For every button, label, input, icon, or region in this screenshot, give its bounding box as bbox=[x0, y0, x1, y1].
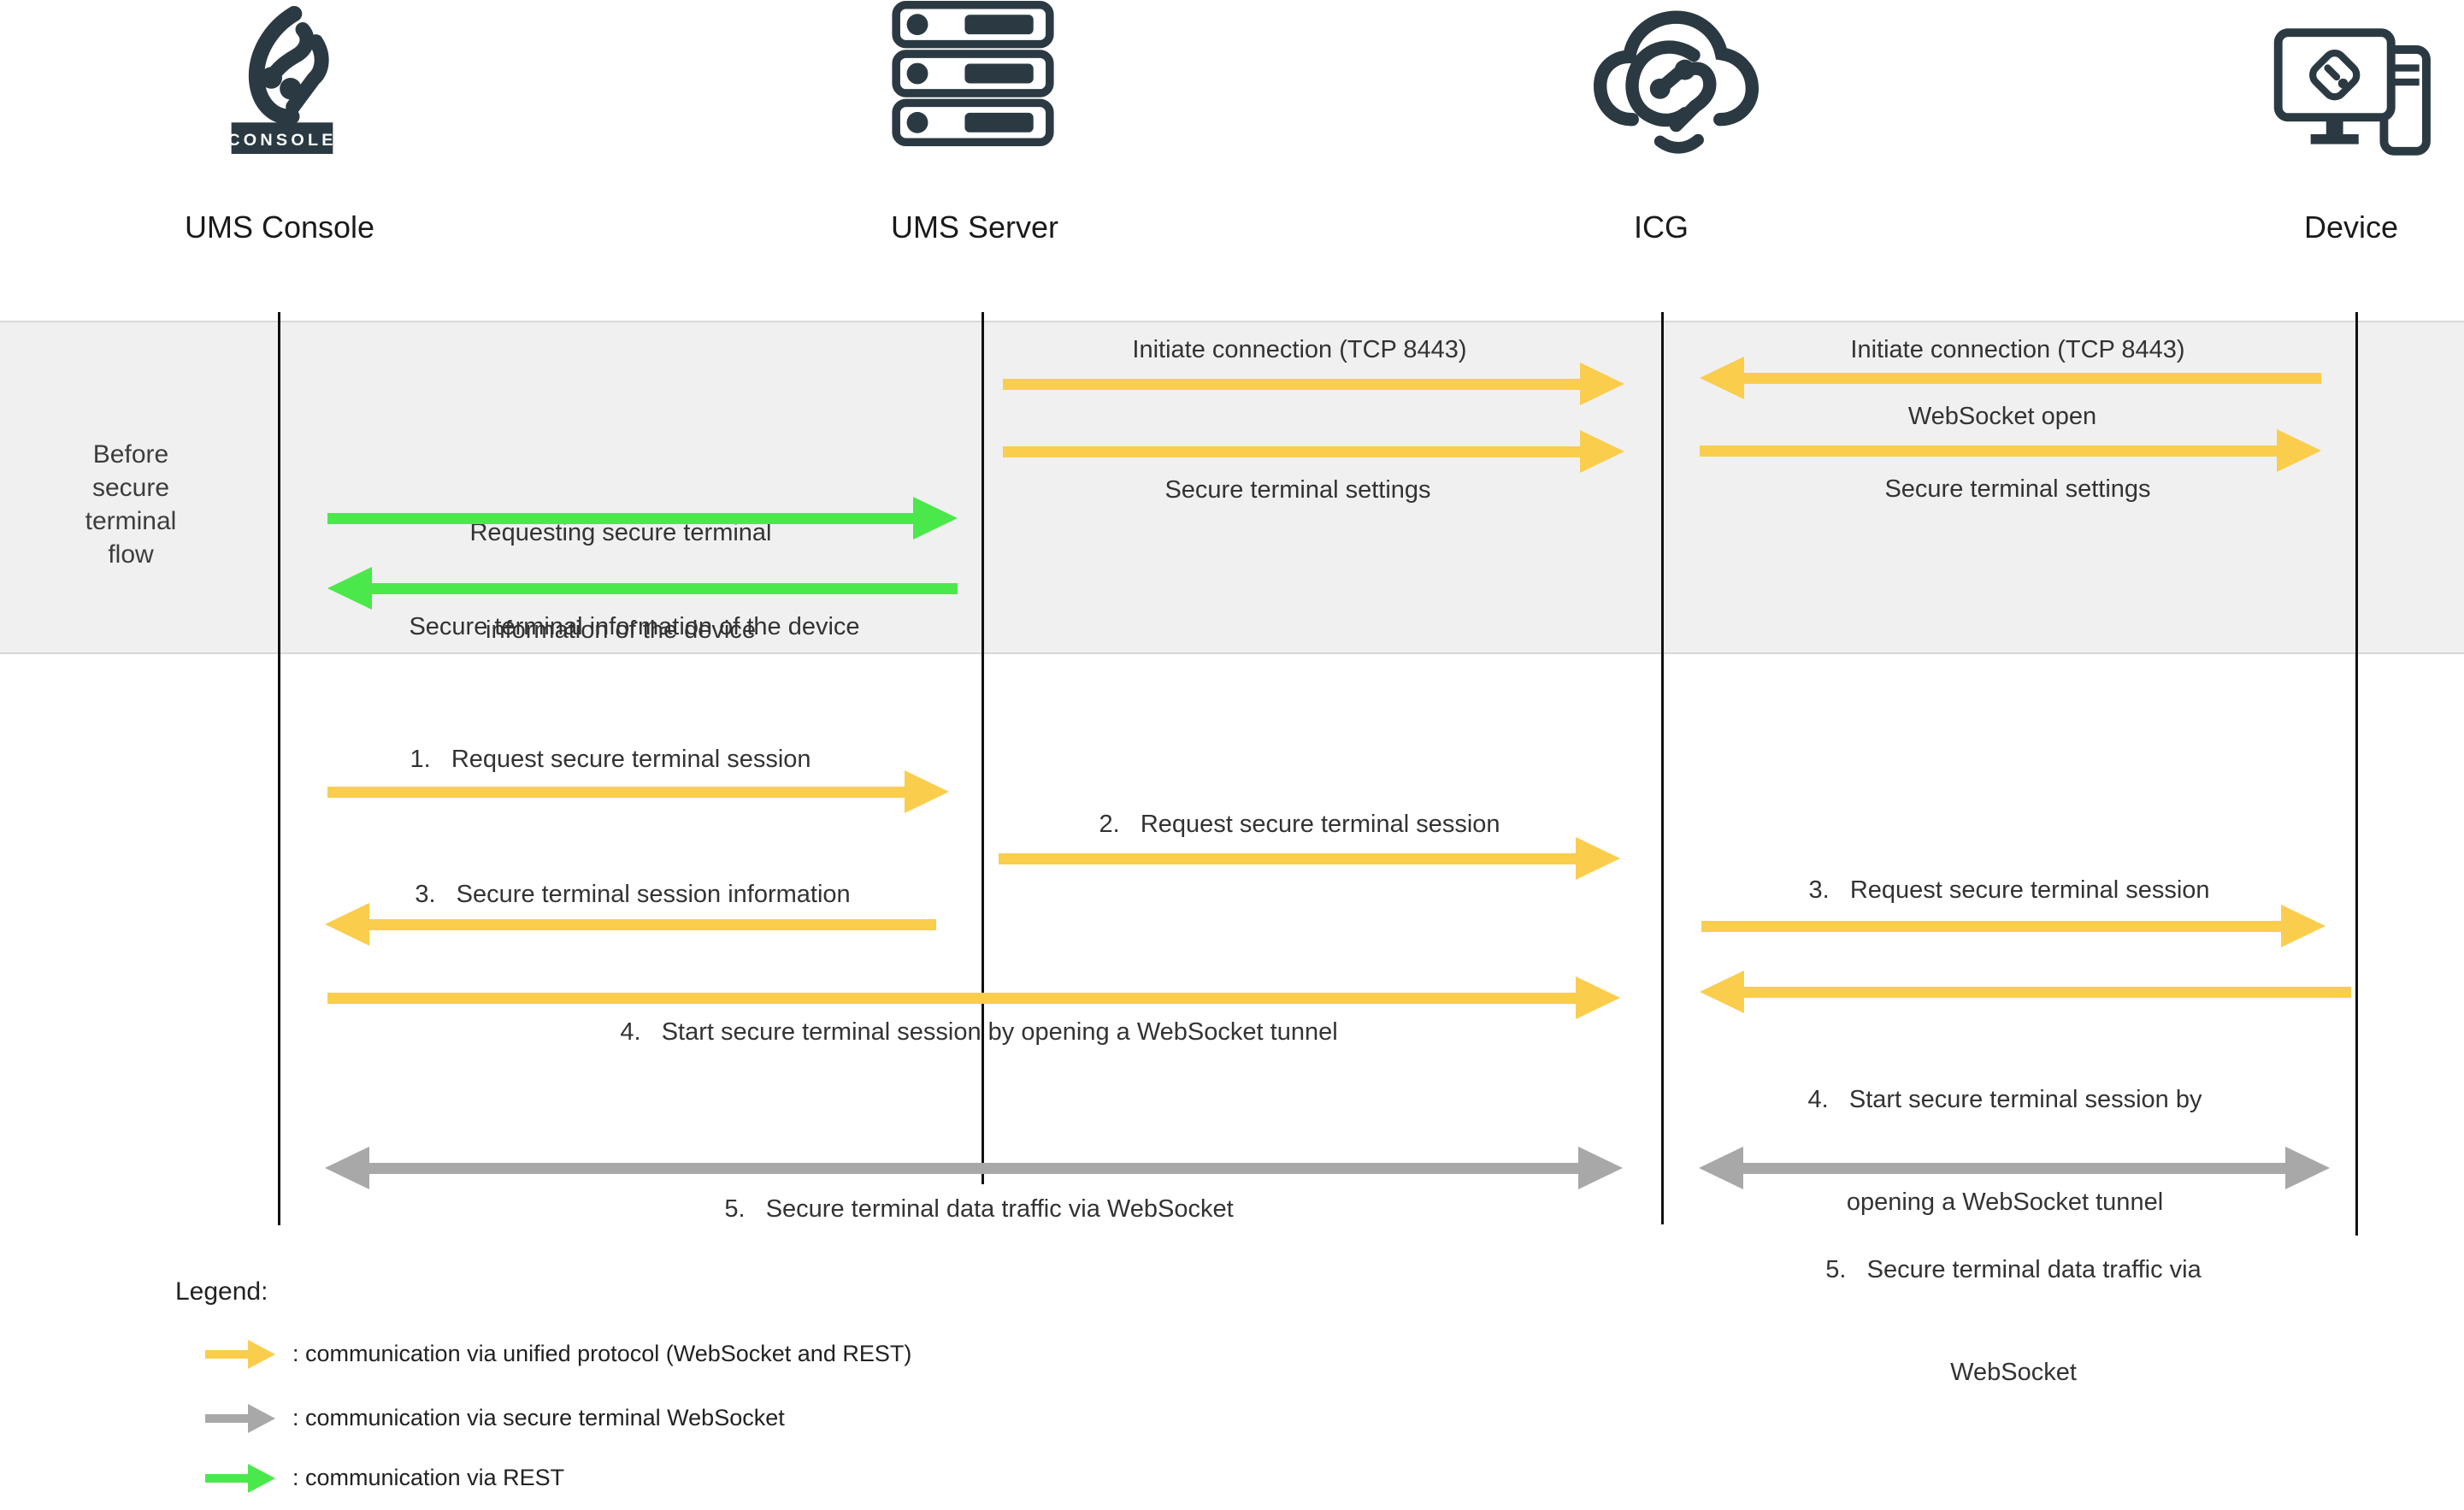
actor-label-icg: ICG bbox=[1633, 209, 1689, 245]
legend-title: Legend: bbox=[175, 1277, 268, 1306]
arrow-websocket-open bbox=[1700, 429, 2321, 472]
arrow-step3-left bbox=[325, 903, 936, 946]
msg-step3-right: 3. Request secure terminal session bbox=[1808, 876, 2210, 904]
msg-initiate-connection-left: Initiate connection (TCP 8443) bbox=[1132, 336, 1467, 363]
igel-console-logo-icon: CONSOLE bbox=[227, 5, 336, 154]
arrow-step4-right bbox=[1700, 970, 2351, 1013]
arrow-step5-right bbox=[1699, 1147, 2330, 1189]
arrow-step2 bbox=[999, 837, 1620, 880]
legend-gray-arrow-icon bbox=[205, 1403, 275, 1434]
legend-item-secure-terminal-websocket: : communication via secure terminal WebS… bbox=[292, 1405, 785, 1430]
msg-websocket-open: WebSocket open bbox=[1907, 403, 2097, 430]
lifeline-device bbox=[2355, 312, 2358, 1236]
msg-step4-left: 4. Start secure terminal session by open… bbox=[620, 1018, 1338, 1046]
legend-yellow-arrow-icon bbox=[205, 1339, 275, 1370]
actor-label-ums-server: UMS Server bbox=[890, 209, 1059, 245]
msg-step3-left: 3. Secure terminal session information bbox=[415, 881, 851, 908]
phase-label: Before secure terminal flow bbox=[85, 440, 177, 569]
arrow-initiate-connection-left bbox=[1003, 363, 1624, 405]
legend-item-unified-protocol: : communication via unified protocol (We… bbox=[292, 1341, 912, 1366]
msg-secure-terminal-settings-left: Secure terminal settings bbox=[1164, 476, 1431, 504]
legend-green-arrow-icon bbox=[205, 1463, 275, 1494]
device-monitor-tower-icon bbox=[2273, 28, 2431, 156]
console-badge-text: CONSOLE bbox=[227, 131, 336, 150]
lifeline-icg bbox=[1661, 312, 1664, 1224]
arrow-step4-left bbox=[327, 976, 1620, 1019]
arrow-initiate-connection-right bbox=[1700, 357, 2321, 399]
arrow-secure-terminal-settings-left bbox=[1003, 430, 1624, 473]
actor-label-device: Device bbox=[2303, 209, 2399, 245]
arrow-step1 bbox=[327, 770, 949, 813]
msg-step4-right: 4. Start secure terminal session by open… bbox=[1807, 1086, 2202, 1216]
legend-item-rest: : communication via REST bbox=[292, 1465, 565, 1490]
msg-step5-left: 5. Secure terminal data traffic via WebS… bbox=[724, 1195, 1234, 1223]
lifeline-ums-server bbox=[981, 312, 984, 1184]
msg-step1: 1. Request secure terminal session bbox=[410, 746, 811, 773]
arrow-requesting-info-rest bbox=[327, 497, 958, 540]
lifeline-ums-console bbox=[278, 312, 280, 1225]
msg-secure-terminal-settings-right: Secure terminal settings bbox=[1884, 475, 2151, 503]
msg-secure-terminal-info-of-device: Secure terminal information of the devic… bbox=[409, 613, 860, 640]
msg-step2: 2. Request secure terminal session bbox=[1099, 811, 1500, 838]
actor-label-ums-console: UMS Console bbox=[184, 209, 375, 245]
arrow-info-response-rest bbox=[327, 567, 958, 610]
msg-initiate-connection-right: Initiate connection (TCP 8443) bbox=[1850, 336, 2185, 363]
cloud-igel-icon bbox=[1593, 10, 1760, 154]
arrow-step3-right bbox=[1701, 905, 2325, 947]
msg-step5-right: 5. Secure terminal data traffic via WebS… bbox=[1825, 1256, 2202, 1386]
server-stack-icon bbox=[892, 0, 1054, 147]
arrow-step5-left bbox=[325, 1147, 1623, 1189]
